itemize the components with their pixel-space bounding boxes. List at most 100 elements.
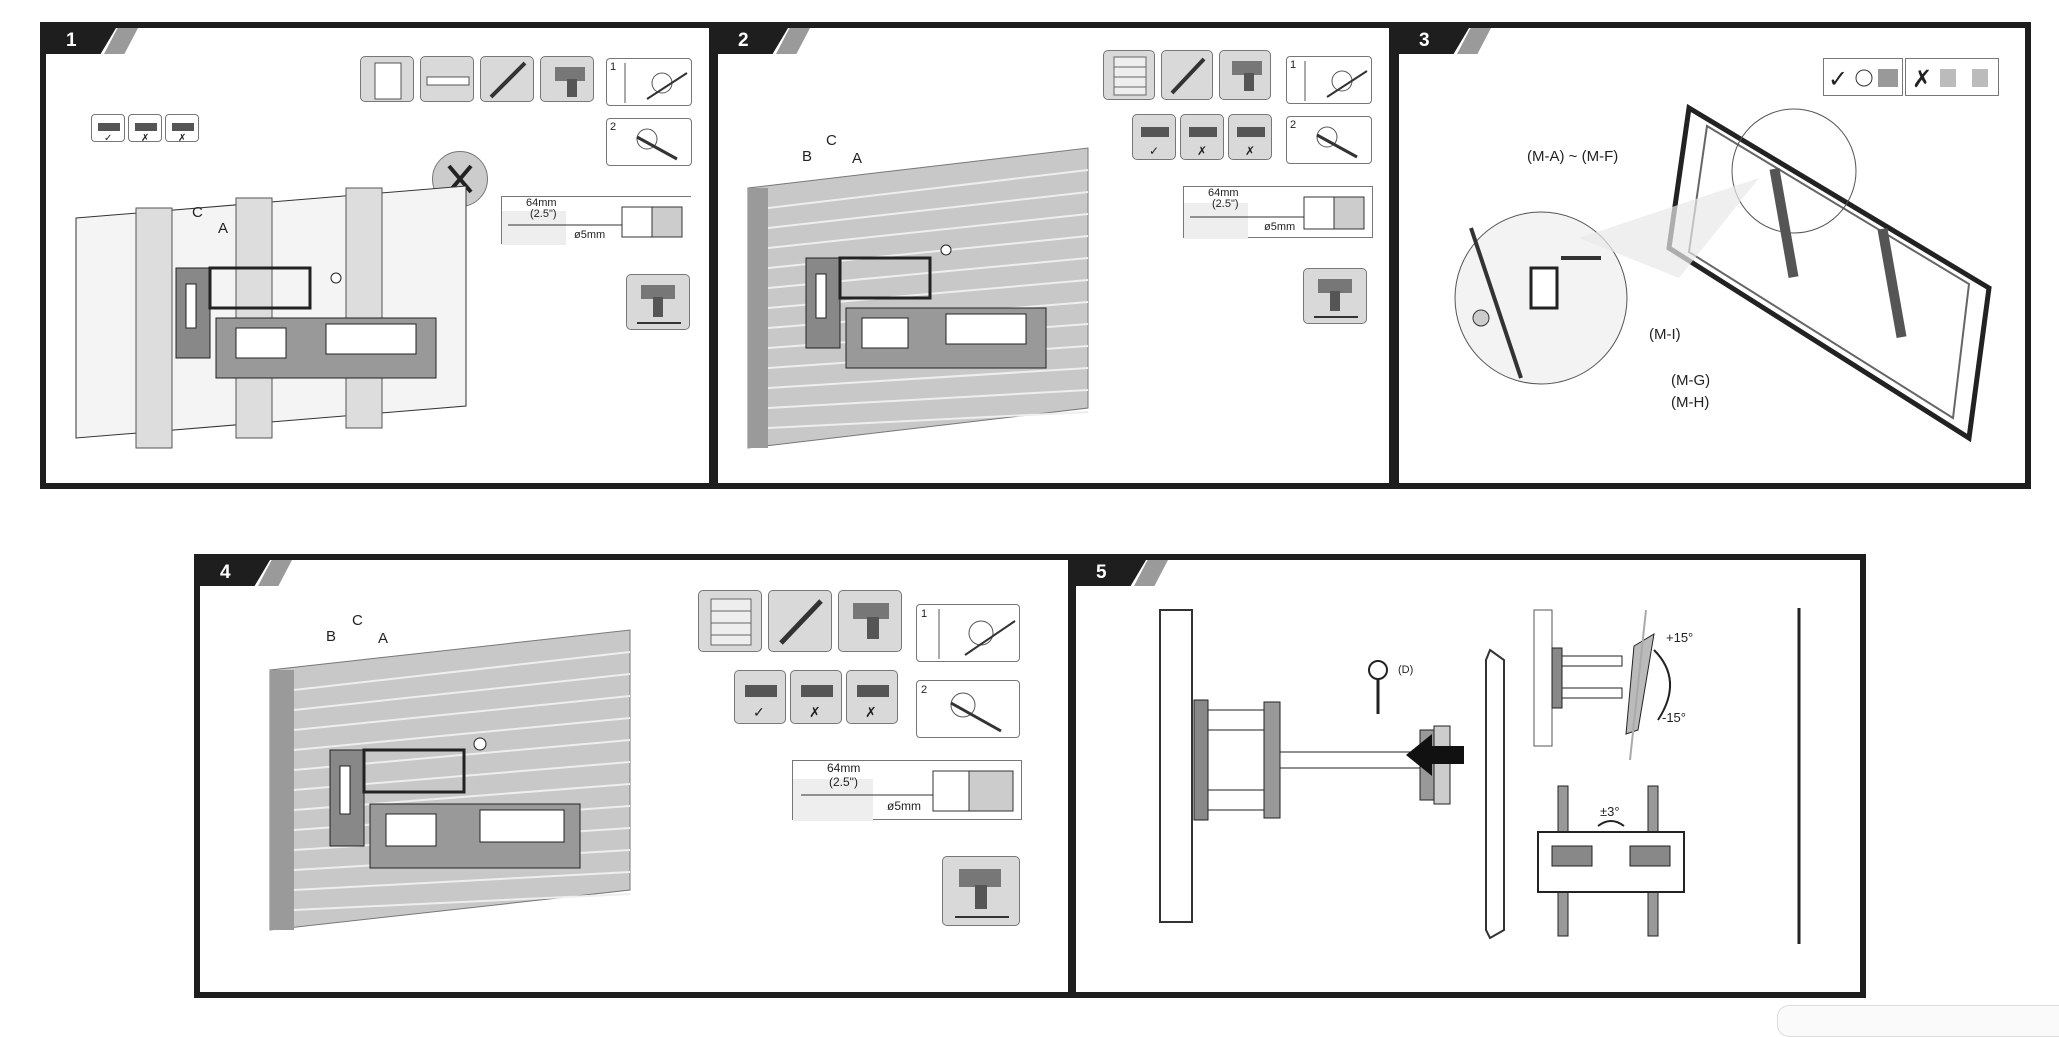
substep-number: 2 bbox=[610, 121, 617, 133]
screwdriver-drill-icon bbox=[942, 856, 1020, 926]
step-number: 5 bbox=[1096, 562, 1107, 583]
stud-finder-icon bbox=[360, 56, 414, 102]
substep-1-mark-box: 1 bbox=[916, 604, 1020, 662]
drill-depth-inch: (2.5") bbox=[530, 208, 557, 220]
svg-text:✗: ✗ bbox=[809, 704, 821, 720]
level-wrong-icon: ✗ bbox=[846, 670, 898, 724]
substep-number: 2 bbox=[921, 684, 928, 696]
wall-side-view bbox=[1159, 609, 1193, 923]
step-5-panel: 5 (D) +15° -15° ±3° bbox=[1070, 554, 1866, 998]
screwdriver-drill-icon bbox=[1303, 268, 1367, 324]
vertical-divider-line bbox=[1797, 608, 1801, 944]
drill-depth-mm: 64mm bbox=[827, 761, 861, 775]
substep-number: 2 bbox=[1290, 119, 1297, 131]
wall-mount-bracket bbox=[329, 737, 581, 869]
level-wrong-icon: ✗ bbox=[790, 670, 842, 724]
level-wrong-icon: ✗ bbox=[165, 114, 199, 144]
svg-text:✓: ✓ bbox=[104, 133, 112, 144]
drill-bit-size: ø5mm bbox=[887, 799, 921, 813]
drill-bit-size: ø5mm bbox=[1264, 221, 1296, 233]
label-d: (D) bbox=[1398, 664, 1414, 676]
drill-icon bbox=[540, 56, 594, 102]
pencil-icon bbox=[1161, 50, 1213, 100]
svg-text:✗: ✗ bbox=[178, 133, 186, 144]
step-number-tab bbox=[46, 28, 116, 54]
brick-wall-icon bbox=[698, 590, 762, 652]
label-swivel: ±3° bbox=[1600, 804, 1620, 819]
zoom-circle-top bbox=[1731, 108, 1857, 234]
pencil-icon bbox=[768, 590, 832, 652]
drill-depth-inch: (2.5") bbox=[1212, 198, 1239, 210]
step-number-tab bbox=[1399, 28, 1469, 54]
label-b: B bbox=[802, 148, 813, 165]
substep-1-mark-box: 1 bbox=[1286, 56, 1372, 104]
extended-arm-side-view bbox=[1193, 699, 1451, 821]
level-wrong-icon: ✗ bbox=[1180, 114, 1224, 160]
label-m-a-to-m-f: (M-A) ~ (M-F) bbox=[1527, 148, 1619, 165]
drill-depth-box: 64mm (2.5") ø5mm bbox=[501, 196, 692, 245]
wall-mount-bracket bbox=[805, 244, 1047, 369]
svg-text:✗: ✗ bbox=[141, 133, 149, 144]
drill-depth-box: 64mm (2.5") ø5mm bbox=[1183, 186, 1373, 239]
svg-text:✗: ✗ bbox=[1245, 144, 1255, 158]
wall-mount-bracket bbox=[175, 266, 437, 379]
level-wrong-icon: ✗ bbox=[1228, 114, 1272, 160]
tv-side-view bbox=[1485, 648, 1505, 940]
step-number: 4 bbox=[220, 562, 231, 583]
level-correct-icon: ✓ bbox=[1132, 114, 1176, 160]
level-tool-icon bbox=[420, 56, 474, 102]
screwdriver-drill-icon bbox=[626, 274, 690, 330]
label-tilt-down: -15° bbox=[1662, 710, 1686, 725]
tilt-diagram bbox=[1533, 609, 1671, 761]
step-number: 2 bbox=[738, 30, 749, 51]
substep-1-mark-box: 1 bbox=[606, 58, 692, 106]
drill-depth-mm: 64mm bbox=[1208, 187, 1239, 199]
svg-text:✓: ✓ bbox=[753, 704, 765, 720]
level-correct-icon: ✓ bbox=[734, 670, 786, 724]
pencil-icon bbox=[480, 56, 534, 102]
drill-icon bbox=[1219, 50, 1271, 100]
step-number-tab bbox=[1076, 560, 1146, 586]
drill-bit-size: ø5mm bbox=[574, 229, 606, 241]
substep-number: 1 bbox=[921, 608, 928, 620]
label-a: A bbox=[852, 150, 863, 167]
svg-text:✗: ✗ bbox=[1912, 66, 1932, 93]
svg-text:✗: ✗ bbox=[1197, 144, 1207, 158]
label-c: C bbox=[352, 612, 363, 629]
level-wrong-icon: ✗ bbox=[128, 114, 162, 144]
svg-text:✗: ✗ bbox=[865, 704, 877, 720]
swivel-plate-diagram bbox=[1537, 785, 1685, 937]
step-4-panel: 4 1 2 ✓ ✗ ✗ 64mm (2.5") ø5mm B C A bbox=[194, 554, 1074, 998]
step-number-tab bbox=[200, 560, 270, 586]
correct-mounting-icon: ✓ bbox=[1823, 58, 1903, 96]
step-number-tab bbox=[718, 28, 788, 54]
svg-text:✓: ✓ bbox=[1828, 66, 1848, 93]
level-correct-icon: ✓ bbox=[91, 114, 125, 144]
label-a: A bbox=[378, 630, 389, 647]
substep-number: 1 bbox=[610, 61, 617, 73]
brick-wall-icon bbox=[1103, 50, 1155, 100]
page-corner-tab bbox=[1777, 1005, 2059, 1037]
drill-depth-mm: 64mm bbox=[526, 197, 557, 209]
label-m-g: (M-G) bbox=[1671, 372, 1711, 389]
drill-depth-inch: (2.5") bbox=[829, 775, 858, 789]
label-b: B bbox=[326, 628, 337, 645]
substep-2-drill-box: 2 bbox=[916, 680, 1020, 738]
step-2-panel: 2 1 2 ✓ ✗ ✗ 64mm (2.5") ø5mm B C A bbox=[712, 22, 1395, 489]
label-tilt-up: +15° bbox=[1666, 630, 1694, 645]
label-m-i: (M-I) bbox=[1649, 326, 1681, 343]
drill-icon bbox=[838, 590, 902, 652]
step-number: 1 bbox=[66, 30, 77, 51]
label-m-h: (M-H) bbox=[1671, 394, 1710, 411]
zoom-circle-detail bbox=[1454, 211, 1628, 385]
label-c: C bbox=[826, 132, 837, 149]
label-a: A bbox=[218, 220, 229, 237]
drill-depth-box: 64mm (2.5") ø5mm bbox=[792, 760, 1022, 821]
step-number: 3 bbox=[1419, 30, 1430, 51]
wrong-mounting-icon: ✗ bbox=[1905, 58, 1999, 96]
step-3-panel: 3 ✓ ✗ (M-A) ~ (M-F) (M-I) (M-G) (M-H) bbox=[1393, 22, 2031, 489]
step-1-panel: 1 ✓ ✗ ✗ 1 2 64mm (2.5") ø5mm C A bbox=[40, 22, 715, 489]
substep-2-drill-box: 2 bbox=[606, 118, 692, 166]
substep-number: 1 bbox=[1290, 59, 1297, 71]
wrench-icon bbox=[1368, 660, 1388, 714]
